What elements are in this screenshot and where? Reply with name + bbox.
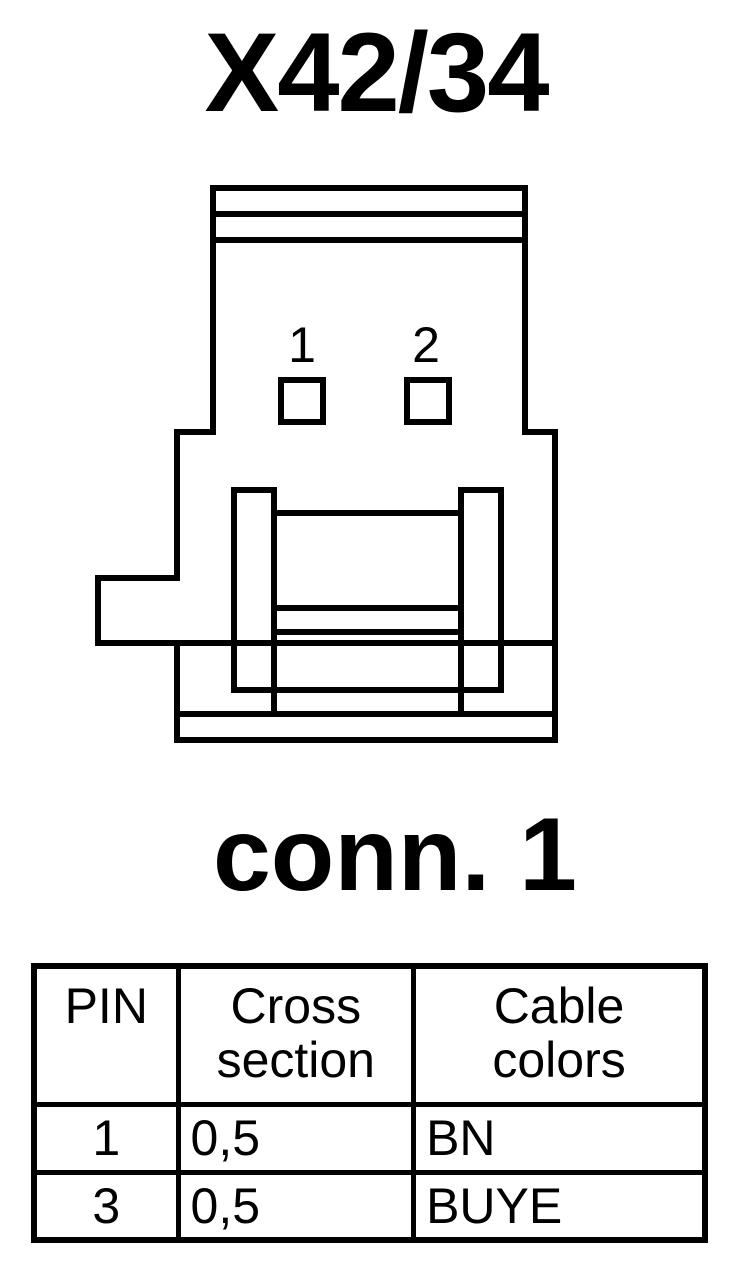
latch-right-post [458, 487, 504, 693]
latch-left-post [231, 487, 277, 693]
header-pin-label: PIN [64, 978, 148, 1034]
header-pin: PIN [31, 963, 181, 1107]
row-1-cross-section: 0,5 [175, 1101, 417, 1175]
connector-title: X42/34 [204, 10, 550, 135]
pin-label-1: 1 [288, 317, 316, 373]
pin-1-contact [278, 377, 326, 425]
header-cross-section: Cross section [175, 963, 417, 1107]
pin-table: PIN Cross section Cable colors 1 0,5 BN … [31, 963, 708, 1243]
row-1-color: BN [411, 1101, 708, 1175]
connector-drawing: 1 2 [95, 185, 558, 743]
row-2-cross-section: 0,5 [175, 1169, 417, 1243]
table-row: 3 0,5 BUYE [31, 1169, 708, 1243]
header-cable-colors: Cable colors [411, 963, 708, 1107]
header-colors-line2: colors [492, 1032, 626, 1088]
header-cross-line2: section [216, 1032, 375, 1088]
row-2-color: BUYE [411, 1169, 708, 1243]
table-row: 1 0,5 BN [31, 1101, 708, 1175]
header-cross-line1: Cross [230, 978, 362, 1034]
connector-body-outline [95, 185, 558, 743]
row-1-pin: 1 [31, 1101, 181, 1175]
connector-caption: conn. 1 [212, 797, 578, 913]
row-2-pin: 3 [31, 1169, 181, 1243]
header-colors-line1: Cable [493, 978, 625, 1034]
pin-label-2: 2 [412, 317, 440, 373]
table-header-row: PIN Cross section Cable colors [31, 963, 708, 1107]
pin-2-contact [404, 377, 452, 425]
